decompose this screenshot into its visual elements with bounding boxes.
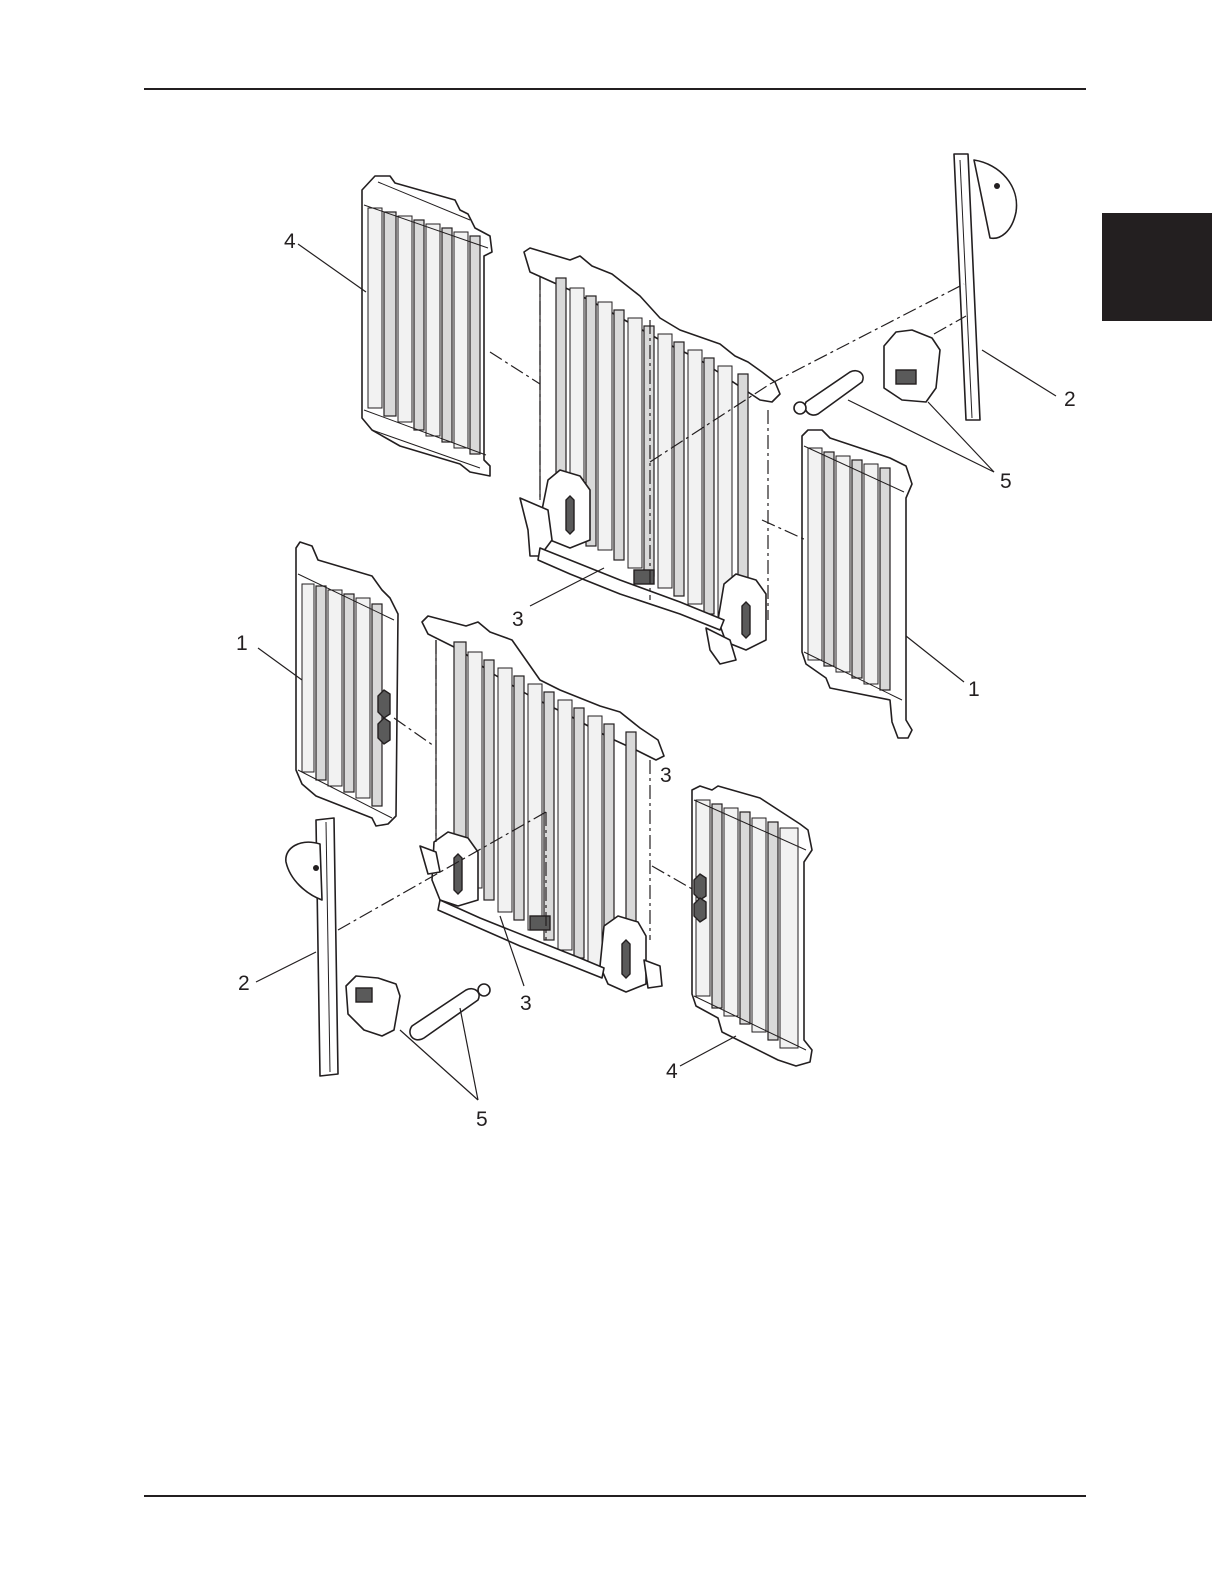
callout-bottom-right-4: 4 xyxy=(666,1060,678,1083)
panel-part-4-top xyxy=(362,176,492,476)
hinge-part-5-bottom xyxy=(346,976,490,1040)
callout-bottom-3: 3 xyxy=(520,992,532,1015)
callout-top-right-5: 5 xyxy=(1000,470,1012,493)
callout-right-1: 1 xyxy=(968,678,980,701)
callout-top-3: 3 xyxy=(512,608,524,631)
post-part-2-top xyxy=(954,154,1017,420)
panel-part-1-right xyxy=(802,430,912,738)
footer-rule xyxy=(144,1495,1086,1497)
callout-top-left-4: 4 xyxy=(284,230,296,253)
hinge-part-5-top xyxy=(794,330,940,415)
callout-top-right-2: 2 xyxy=(1064,388,1076,411)
panel-part-1-left xyxy=(296,542,398,826)
callout-mid-3: 3 xyxy=(660,764,672,787)
callout-left-1: 1 xyxy=(236,632,248,655)
panel-part-4-bottom xyxy=(692,786,812,1066)
rail-part-3-bottom xyxy=(420,616,664,992)
callout-bottom-left-2: 2 xyxy=(238,972,250,995)
callout-bottom-5: 5 xyxy=(476,1108,488,1131)
post-part-2-bottom xyxy=(286,818,338,1076)
